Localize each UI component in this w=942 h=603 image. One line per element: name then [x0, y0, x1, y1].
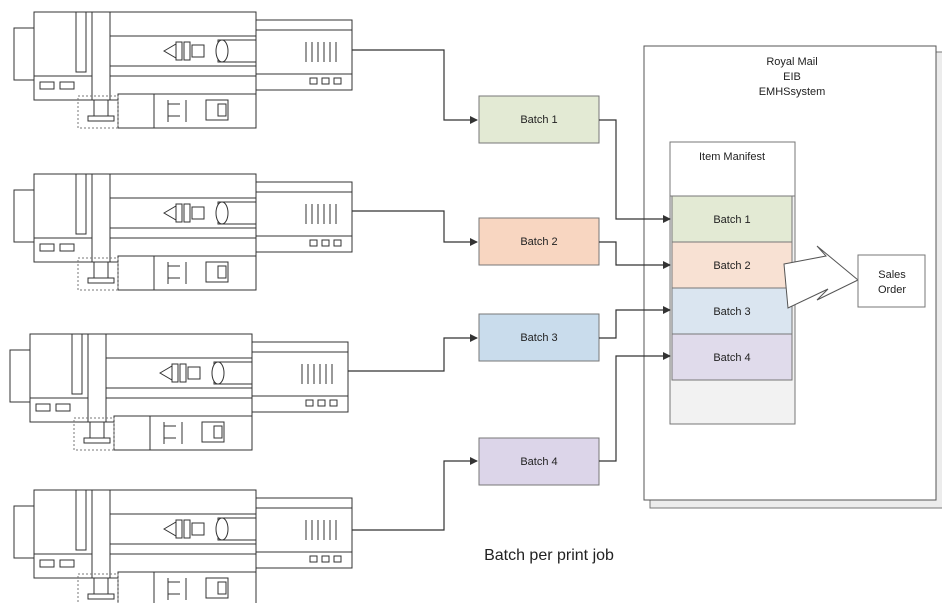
printer-3	[9, 333, 349, 451]
item-manifest: Item Manifest Batch 1 Batch 2 Batch 3 Ba…	[669, 141, 796, 425]
printer-3-to-batch-3-connector	[348, 334, 478, 372]
manifest-row-label: Batch 2	[713, 260, 750, 272]
batch-label: Batch 4	[520, 456, 557, 468]
batch-label: Batch 1	[520, 114, 557, 126]
sales-order-line-2: Order	[878, 284, 906, 296]
batch-label: Batch 2	[520, 236, 557, 248]
system-name-line-2: EIB	[783, 71, 801, 83]
manifest-title: Item Manifest	[699, 151, 765, 163]
manifest-row-label: Batch 4	[713, 352, 750, 364]
system-name-line-1: Royal Mail	[766, 56, 817, 68]
batch-box-4: Batch 4	[478, 437, 600, 486]
batch-4-to-manifest-connector	[599, 352, 671, 462]
batch-3-to-manifest-connector	[599, 306, 671, 339]
caption: Batch per print job	[484, 547, 614, 564]
printer-4	[13, 489, 353, 603]
sales-order-box: Sales Order	[857, 254, 926, 308]
manifest-to-sales-order-arrow	[783, 245, 859, 309]
manifest-row-label: Batch 1	[713, 214, 750, 226]
manifest-row-3: Batch 3	[671, 287, 793, 335]
printer-2-to-batch-2-connector	[352, 210, 478, 246]
printer-2	[13, 173, 353, 291]
batch-2-to-manifest-connector	[599, 241, 671, 269]
batch-label: Batch 3	[520, 332, 557, 344]
printer-1-to-batch-1-connector	[352, 49, 478, 124]
manifest-row-1: Batch 1	[671, 195, 793, 243]
manifest-row-4: Batch 4	[671, 333, 793, 381]
system-name-line-3: EMHSsystem	[759, 86, 826, 98]
printer-4-to-batch-4-connector	[352, 457, 478, 531]
batch-box-2: Batch 2	[478, 217, 600, 266]
batch-box-1: Batch 1	[478, 95, 600, 144]
batch-1-to-manifest-connector	[599, 119, 671, 223]
manifest-row-label: Batch 3	[713, 306, 750, 318]
printer-1	[13, 11, 353, 129]
batch-box-3: Batch 3	[478, 313, 600, 362]
manifest-row-2: Batch 2	[671, 241, 793, 289]
sales-order-line-1: Sales	[878, 269, 906, 281]
